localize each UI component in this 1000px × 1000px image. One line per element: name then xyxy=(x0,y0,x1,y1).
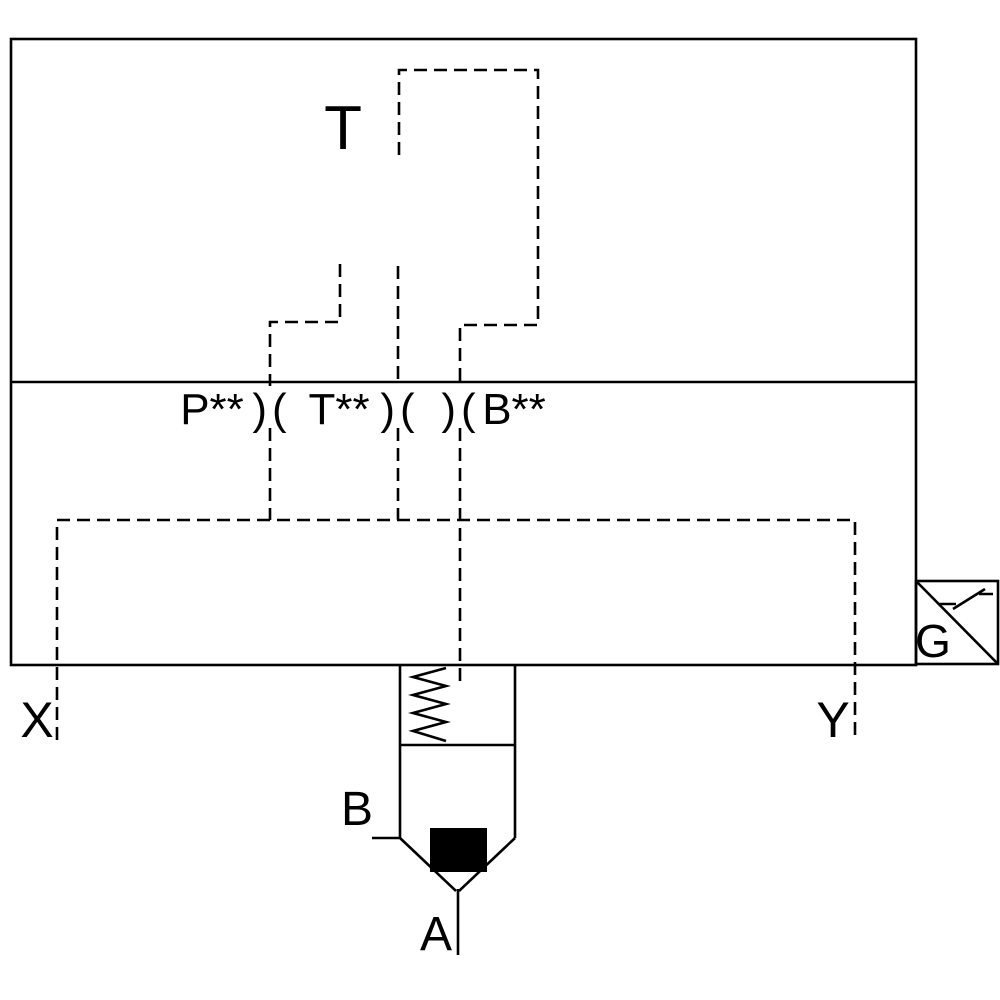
switch-box-outline xyxy=(914,579,1000,666)
label-port-a: A xyxy=(420,908,452,961)
label-pilot-y: Y xyxy=(816,692,849,748)
orifice-symbol-p: )( xyxy=(252,385,291,434)
orifice-symbol-t: )( xyxy=(380,385,419,434)
label-switch-g: G xyxy=(915,615,951,667)
orifice-symbol-b: )( xyxy=(441,385,480,434)
tank-channel-dashed xyxy=(397,68,540,386)
label-orifice-b: B** xyxy=(482,385,546,434)
label-tank: T xyxy=(324,94,362,163)
label-pilot-x: X xyxy=(20,692,53,748)
cover-body-outline xyxy=(9,37,918,667)
valve-body-outline xyxy=(398,665,517,838)
label-orifice-p: P** xyxy=(180,385,244,434)
label-orifice-t: T** xyxy=(308,385,369,434)
poppet-fill xyxy=(430,828,487,872)
xy-pilot-line-dashed xyxy=(55,518,857,740)
label-port-b: B xyxy=(341,783,373,836)
switch-box-diagonal xyxy=(915,580,999,665)
p-channel-upper-dashed xyxy=(268,264,342,386)
limit-switch-icon xyxy=(938,587,993,611)
spring-icon xyxy=(408,666,451,743)
